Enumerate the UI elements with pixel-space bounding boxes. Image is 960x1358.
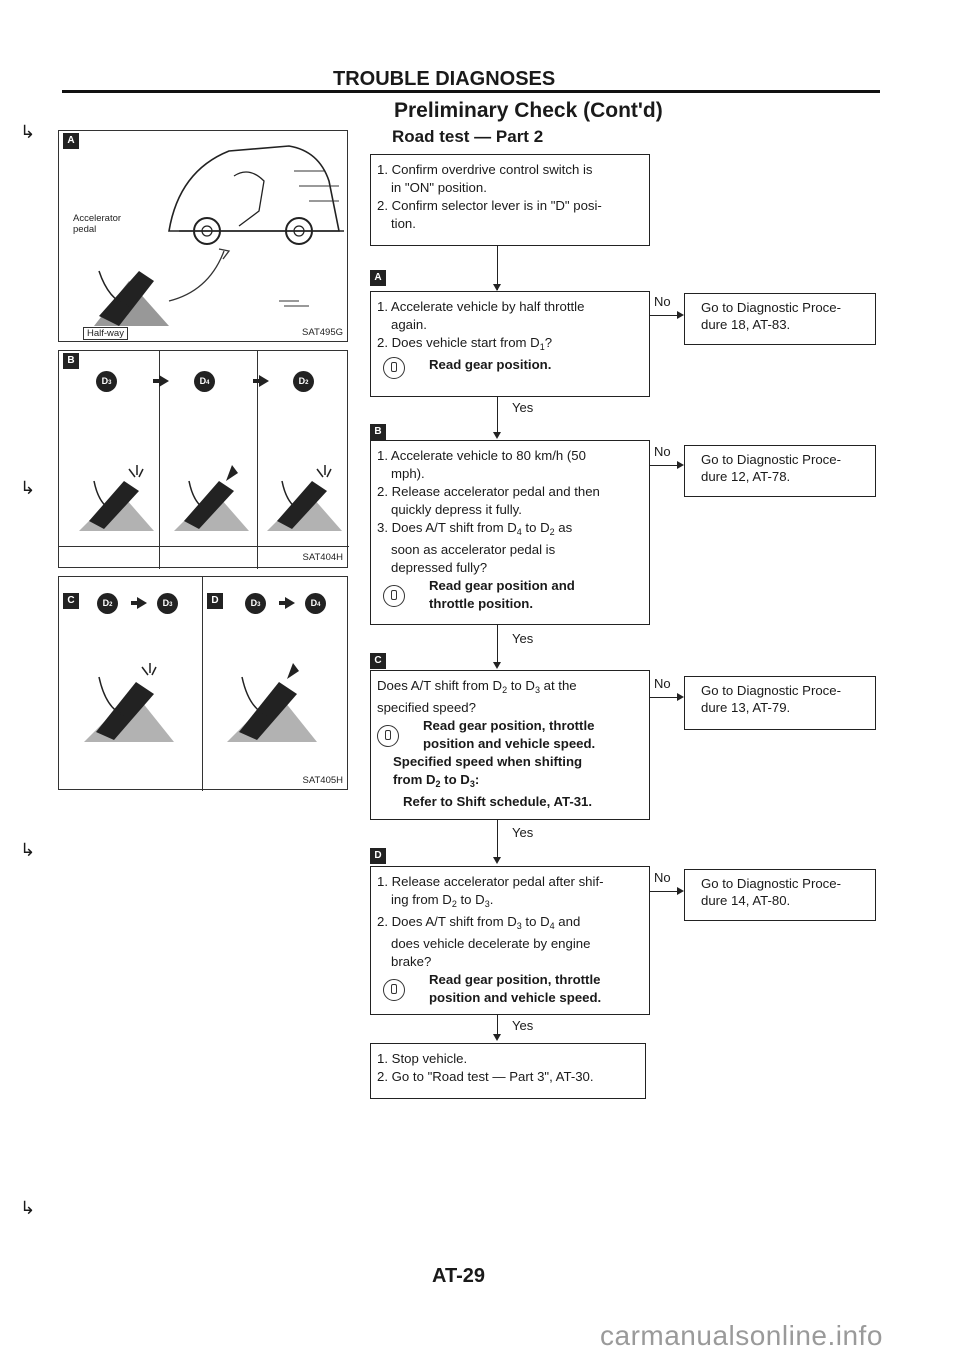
step-tag-b: B: [370, 424, 386, 440]
flow-connector: [650, 315, 678, 316]
gear-d4-icon: D4: [194, 371, 215, 392]
car-illustration: [94, 145, 344, 326]
flow-connector: [497, 820, 498, 862]
figure-tag-d: D: [207, 593, 223, 609]
panel-rule: [59, 546, 349, 547]
section-title: Road test — Part 2: [392, 127, 544, 146]
gear-d2-icon: D2: [293, 371, 314, 392]
gear-d3-icon: D3: [157, 593, 178, 614]
arrow-right-icon: [677, 887, 684, 895]
arrow-down-icon: [493, 1034, 501, 1041]
flow-step-c: Does A/T shift from D2 to D3 at the spec…: [370, 670, 650, 820]
panel-divider: [202, 577, 203, 791]
figure-b: B D3 D4 D2 SAT404H: [58, 350, 349, 569]
yes-label: Yes: [512, 631, 534, 646]
consult-icon: [383, 357, 405, 379]
figure-code-c: SAT405H: [302, 775, 343, 786]
result-step-c: Go to Diagnostic Proce- dure 13, AT-79.: [684, 676, 876, 730]
gear-d2-icon: D2: [97, 593, 118, 614]
flow-connector: [650, 891, 678, 892]
result-step-d: Go to Diagnostic Proce- dure 14, AT-80.: [684, 869, 876, 921]
consult-icon: [383, 979, 405, 1001]
label-pedal: pedal: [73, 224, 97, 235]
no-label: No: [654, 294, 671, 309]
pedal-illustrations: [79, 465, 342, 531]
figure-cd: C D D2 D3 D3 D4 SAT405H: [58, 576, 348, 791]
step-tag-c: C: [370, 653, 386, 669]
gear-d3-icon: D3: [245, 593, 266, 614]
result-step-b: Go to Diagnostic Proce- dure 12, AT-78.: [684, 445, 876, 497]
label-half-way: Half-way: [83, 327, 128, 340]
step-tag-a: A: [370, 270, 386, 286]
flow-connector: [650, 697, 678, 698]
binding-mark: ↳: [20, 1198, 36, 1218]
flow-step-a: 1. Accelerate vehicle by half throttle a…: [370, 291, 650, 397]
arrow-down-icon: [493, 857, 501, 864]
figure-code-b: SAT404H: [302, 552, 343, 563]
flow-connector: [497, 246, 498, 290]
flow-connector: [497, 625, 498, 667]
page-subtitle: Preliminary Check (Cont'd): [394, 99, 663, 122]
flow-connector: [497, 397, 498, 437]
flow-step-end: 1. Stop vehicle. 2. Go to "Road test — P…: [370, 1043, 646, 1099]
arrow-right-icon: [677, 693, 684, 701]
binding-mark: ↳: [20, 840, 36, 860]
arrow-down-icon: [493, 662, 501, 669]
arrow-right-icon: [153, 375, 169, 387]
consult-icon: [377, 725, 399, 747]
arrow-right-icon: [131, 597, 147, 609]
no-label: No: [654, 870, 671, 885]
arrow-right-icon: [253, 375, 269, 387]
yes-label: Yes: [512, 1018, 534, 1033]
result-step-a: Go to Diagnostic Proce- dure 18, AT-83.: [684, 293, 876, 345]
flow-connector: [497, 1015, 498, 1037]
page-title: TROUBLE DIAGNOSES: [333, 68, 556, 90]
header-rule: [62, 90, 880, 93]
arrow-right-icon: [677, 461, 684, 469]
no-label: No: [654, 444, 671, 459]
watermark: carmanualsonline.info: [600, 1320, 883, 1351]
step-tag-d: D: [370, 848, 386, 864]
label-accelerator: Accelerator: [73, 213, 122, 224]
figure-tag-b: B: [63, 353, 79, 369]
figure-tag-c: C: [63, 593, 79, 609]
figure-a: A Accelerator pedal Half-way SAT495G: [58, 130, 348, 342]
arrow-right-icon: [279, 597, 295, 609]
yes-label: Yes: [512, 825, 534, 840]
flow-connector: [650, 465, 678, 466]
panel-divider: [257, 351, 258, 569]
arrow-down-icon: [493, 432, 501, 439]
no-label: No: [654, 676, 671, 691]
pedal-illustrations: [84, 663, 317, 742]
flow-step-d: 1. Release accelerator pedal after shif-…: [370, 866, 650, 1015]
arrow-down-icon: [493, 284, 501, 291]
page-number: AT-29: [432, 1265, 485, 1287]
binding-mark: ↳: [20, 478, 36, 498]
binding-mark: ↳: [20, 122, 36, 142]
consult-icon: [383, 585, 405, 607]
yes-label: Yes: [512, 400, 534, 415]
flow-step-confirm: 1. Confirm overdrive control switch is i…: [370, 154, 650, 246]
gear-d3-icon: D3: [96, 371, 117, 392]
arrow-right-icon: [677, 311, 684, 319]
flow-step-b: 1. Accelerate vehicle to 80 km/h (50 mph…: [370, 440, 650, 625]
figure-tag-a: A: [63, 133, 79, 149]
panel-divider: [159, 351, 160, 569]
figure-code-a: SAT495G: [301, 327, 343, 338]
gear-d4-icon: D4: [305, 593, 326, 614]
